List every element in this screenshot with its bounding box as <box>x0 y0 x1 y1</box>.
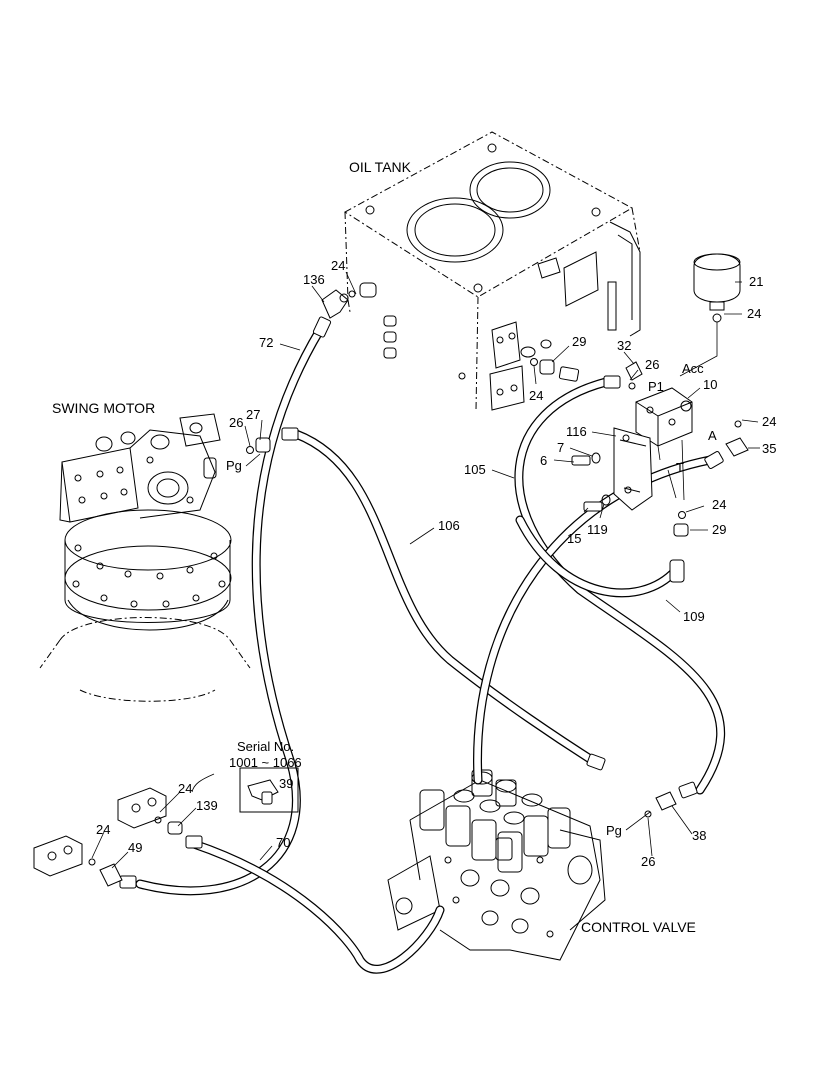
part-number: 119 <box>587 522 608 537</box>
part-number: 49 <box>128 840 142 855</box>
part-number: 24 <box>747 306 761 321</box>
serial-range-label: 1001 ~ 1066 <box>229 755 302 770</box>
fitting-39 <box>239 767 299 813</box>
control-valve <box>387 769 606 961</box>
part-number: 109 <box>683 609 705 624</box>
hose-70 <box>189 839 445 974</box>
oil-tank <box>344 131 641 411</box>
part-number: 24 <box>96 822 110 837</box>
swing-motor <box>39 413 251 702</box>
part-number: 29 <box>712 522 726 537</box>
fitting-27 <box>246 437 271 454</box>
part-number: 105 <box>464 462 486 477</box>
part-number: 35 <box>762 441 776 456</box>
hose-105 <box>514 377 726 795</box>
part-number: 21 <box>749 274 763 289</box>
part-number: 26 <box>229 415 243 430</box>
part-number: 27 <box>246 407 260 422</box>
elbow-136 <box>321 289 349 319</box>
part-number: 39 <box>279 776 293 791</box>
fitting-49 <box>99 863 123 887</box>
part-number: 136 <box>303 272 325 287</box>
part-number: 6 <box>540 453 547 468</box>
swing-block-lower <box>33 835 96 877</box>
part-number: 32 <box>617 338 631 353</box>
part-number: 29 <box>572 334 586 349</box>
port-a-label: A <box>708 428 717 443</box>
part-number: 24 <box>712 497 726 512</box>
part-number: 24 <box>529 388 543 403</box>
part-number: 10 <box>703 377 717 392</box>
part-number: 24 <box>762 414 776 429</box>
port-p1-label: P1 <box>648 379 664 394</box>
block-10 <box>635 387 693 501</box>
part-number: 26 <box>641 854 655 869</box>
part-number: 70 <box>276 835 290 850</box>
oil-tank-label: OIL TANK <box>349 159 412 175</box>
part-number: 24 <box>331 258 345 273</box>
hose-fittings <box>119 316 724 889</box>
fitting-29-block <box>673 511 689 537</box>
swing-block-upper <box>117 787 167 829</box>
part-number: 15 <box>567 531 581 546</box>
fitting-32 <box>625 361 643 390</box>
part-number: 72 <box>259 335 273 350</box>
leader-lines <box>91 271 760 869</box>
fitting-29-tank <box>530 358 555 375</box>
bolt-6-washer-7 <box>571 452 601 466</box>
port-pg-swing-label: Pg <box>226 458 242 473</box>
part-number: 139 <box>196 798 218 813</box>
hose-72 <box>135 325 325 896</box>
part-number: 26 <box>645 357 659 372</box>
control-valve-label: CONTROL VALVE <box>581 919 696 935</box>
port-t-label: T <box>676 460 684 475</box>
port-pg-valve-label: Pg <box>606 823 622 838</box>
hose-106 <box>291 429 603 769</box>
part-number: 116 <box>566 424 587 439</box>
accumulator-21 <box>679 253 741 377</box>
port-acc-label: Acc <box>682 361 704 376</box>
bolt-15-washer-119 <box>583 494 611 512</box>
fitting-38 <box>644 791 677 818</box>
tank-plugs <box>348 282 397 359</box>
part-number: 106 <box>438 518 460 533</box>
swing-motor-label: SWING MOTOR <box>52 400 155 416</box>
bracket-116 <box>613 427 653 511</box>
serial-number-label: Serial No. <box>237 739 294 754</box>
part-number: 38 <box>692 828 706 843</box>
part-number: 24 <box>178 781 192 796</box>
hose-109 <box>473 455 715 785</box>
part-number: 7 <box>557 440 564 455</box>
fitting-35 <box>725 420 749 457</box>
